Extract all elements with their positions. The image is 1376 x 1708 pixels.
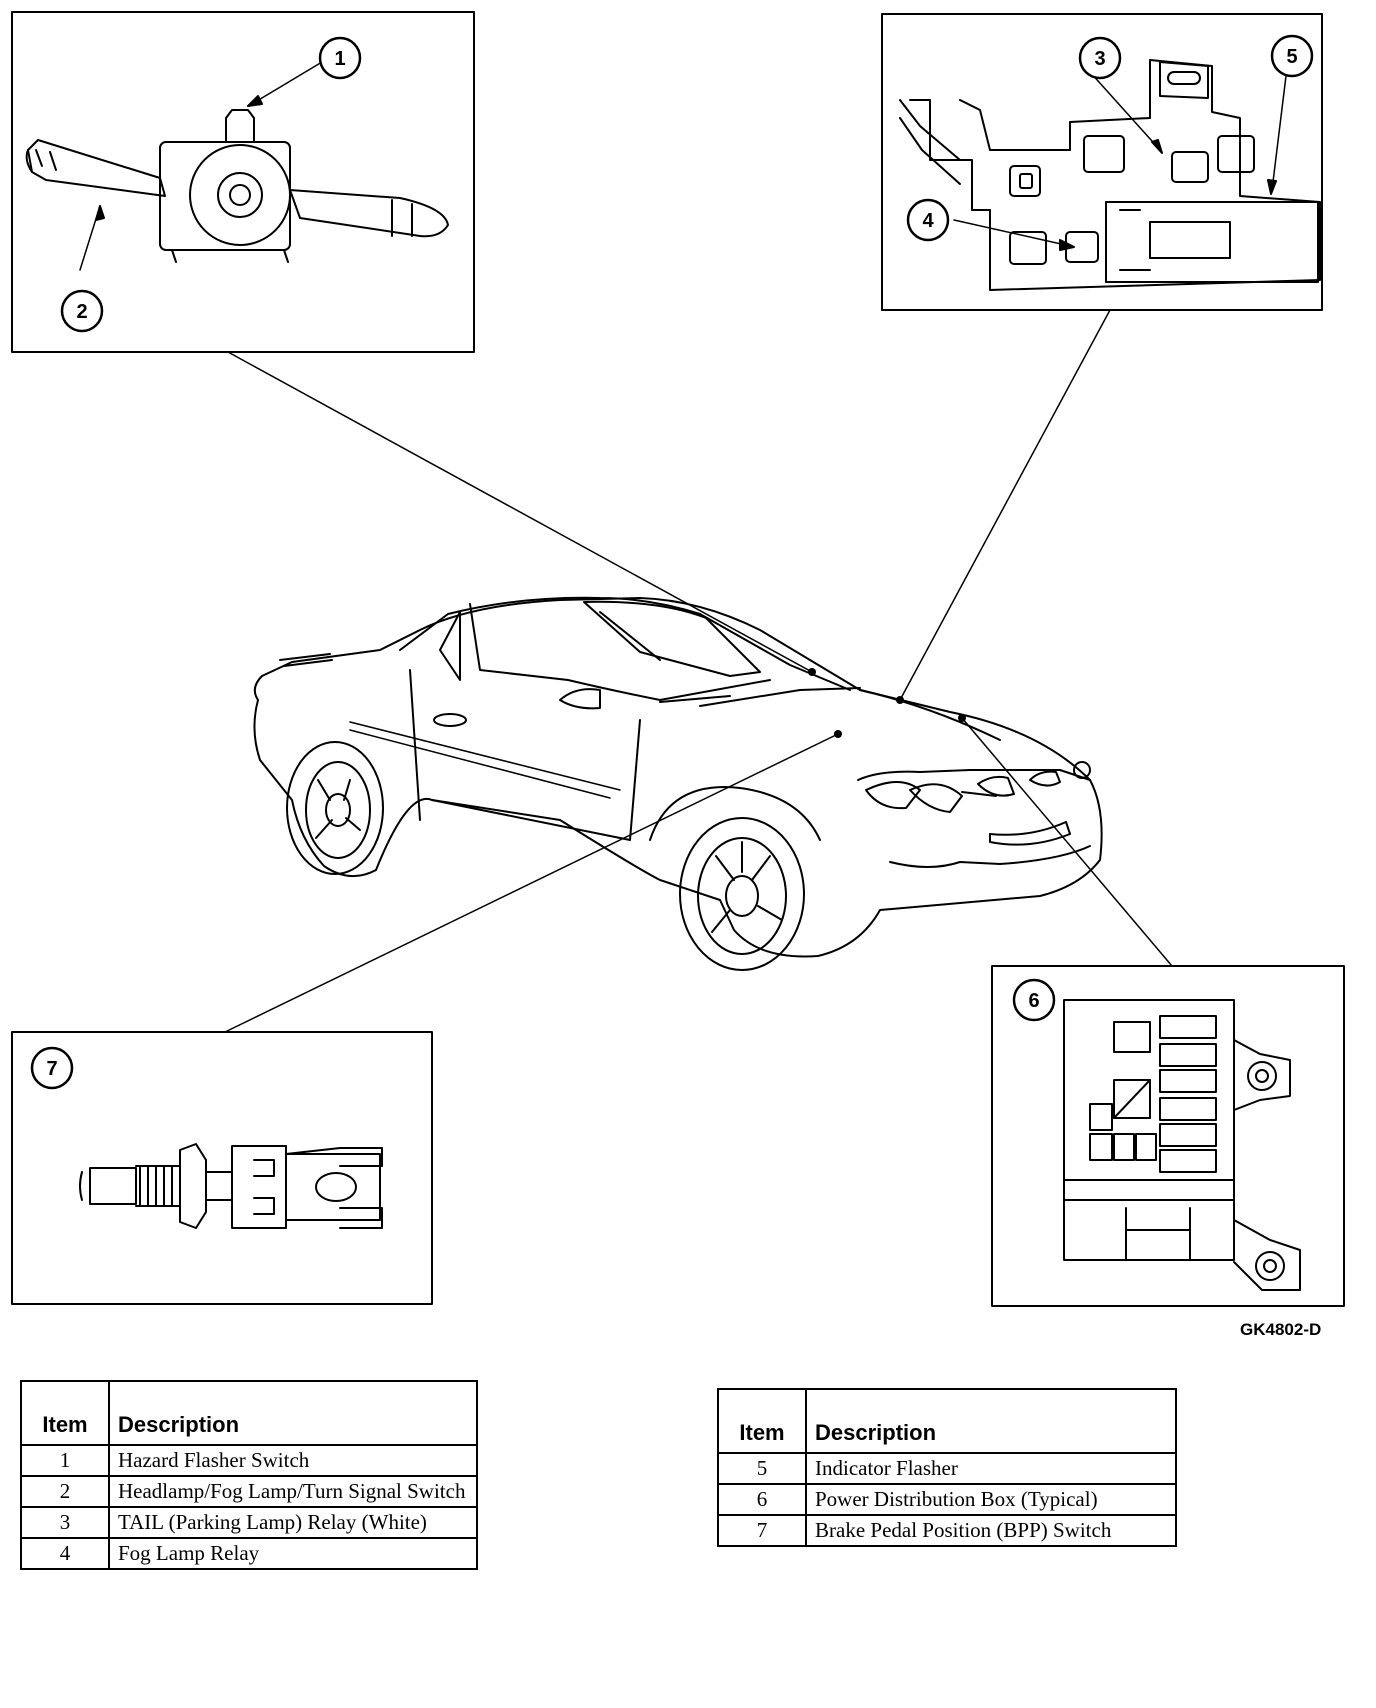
column-header-description: Description: [805, 1388, 1177, 1454]
column-header-item: Item: [717, 1388, 807, 1454]
item-description: Fog Lamp Relay: [108, 1537, 478, 1570]
table-row: 7 Brake Pedal Position (BPP) Switch: [717, 1514, 1177, 1547]
callout-4-label: 4: [922, 210, 934, 232]
legend-table-right: Item Description 5 Indicator Flasher 6 P…: [717, 1388, 1177, 1547]
relay-bracket-drawing: [899, 59, 1321, 291]
callout-7: 7: [30, 1046, 74, 1090]
table-row: 5 Indicator Flasher: [717, 1452, 1177, 1485]
legend-table-left: Item Description 1 Hazard Flasher Switch…: [20, 1380, 478, 1570]
item-number: 3: [20, 1506, 110, 1539]
inset-frame-multifunction-switch: [11, 11, 475, 353]
car-drawing: [253, 596, 1103, 971]
item-description: Brake Pedal Position (BPP) Switch: [805, 1514, 1177, 1547]
leader-dots: [808, 668, 966, 738]
item-description: TAIL (Parking Lamp) Relay (White): [108, 1506, 478, 1539]
table-header-row: Item Description: [20, 1380, 478, 1446]
multifunction-switch-drawing: [25, 61, 449, 271]
item-number: 2: [20, 1475, 110, 1508]
table-row: 4 Fog Lamp Relay: [20, 1537, 478, 1570]
table-row: 3 TAIL (Parking Lamp) Relay (White): [20, 1506, 478, 1539]
fuse-column: [1159, 1015, 1217, 1173]
callout-3: 3: [1078, 36, 1122, 80]
callout-7-label: 7: [46, 1058, 57, 1080]
table-row: 1 Hazard Flasher Switch: [20, 1444, 478, 1477]
item-number: 5: [717, 1452, 807, 1485]
item-description: Indicator Flasher: [805, 1452, 1177, 1485]
power-distribution-box-drawing: [1063, 999, 1301, 1291]
item-description: Headlamp/Fog Lamp/Turn Signal Switch: [108, 1475, 478, 1508]
table-row: 2 Headlamp/Fog Lamp/Turn Signal Switch: [20, 1475, 478, 1508]
callout-2-label: 2: [76, 301, 87, 323]
item-number: 4: [20, 1537, 110, 1570]
callout-5: 5: [1270, 34, 1314, 78]
column-header-description: Description: [108, 1380, 478, 1446]
column-header-item: Item: [20, 1380, 110, 1446]
inset-frame-relay-bracket: [881, 13, 1323, 311]
inset-frame-bpp-switch: [11, 1031, 433, 1305]
callout-5-label: 5: [1286, 46, 1297, 68]
bpp-switch-drawing: [79, 1143, 383, 1229]
item-description: Hazard Flasher Switch: [108, 1444, 478, 1477]
callout-2: 2: [60, 289, 104, 333]
figure-id: GK4802-D: [1240, 1320, 1322, 1339]
item-number: 7: [717, 1514, 807, 1547]
inset-frame-power-distribution-box: [991, 965, 1345, 1307]
table-row: 6 Power Distribution Box (Typical): [717, 1483, 1177, 1516]
table-header-row: Item Description: [717, 1388, 1177, 1454]
item-number: 1: [20, 1444, 110, 1477]
leader-lines: [224, 309, 1173, 1033]
callout-3-label: 3: [1094, 48, 1105, 70]
callout-6-label: 6: [1028, 990, 1039, 1012]
callout-1-label: 1: [334, 48, 345, 70]
callout-6: 6: [1012, 978, 1056, 1022]
item-number: 6: [717, 1483, 807, 1516]
item-description: Power Distribution Box (Typical): [805, 1483, 1177, 1516]
callout-4: 4: [906, 198, 950, 242]
callout-1: 1: [318, 36, 362, 80]
